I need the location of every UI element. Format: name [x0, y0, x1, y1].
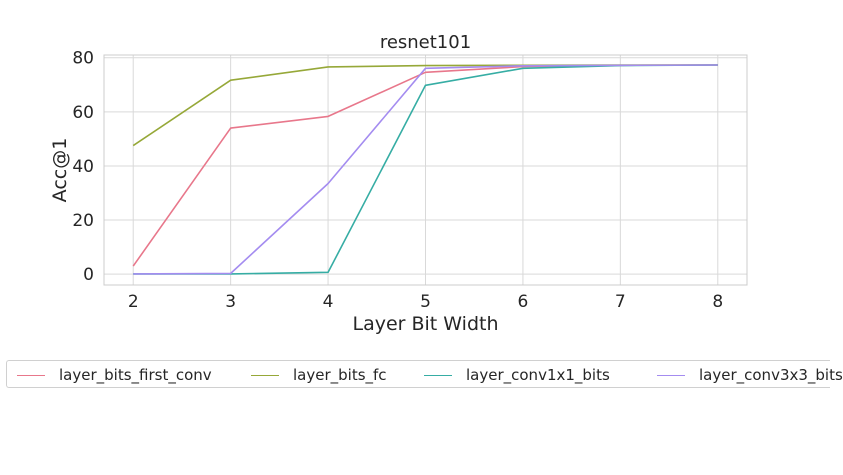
y-axis-label: Acc@1: [49, 138, 71, 203]
x-tick-label: 8: [712, 292, 723, 312]
legend-label: layer_conv1x1_bits: [466, 366, 610, 384]
y-tick-label: 0: [83, 265, 94, 285]
legend: layer_bits_first_conv layer_bits_fc layer_…: [6, 360, 843, 389]
series-layer: [132, 64, 718, 275]
x-tick-label: 4: [323, 292, 334, 312]
y-tick-labels: 0 20 40 60 80: [72, 49, 94, 285]
line-chart: 2 3 4 5 6 7 8 0 20 40 60 80 resnet101 Layer Bit Wi…: [49, 32, 748, 335]
x-tick-labels: 2 3 4 5 6 7 8: [128, 292, 723, 312]
legend-swatch: [17, 374, 45, 376]
x-gridlines: [132, 55, 719, 285]
x-axis-label: Layer Bit Width: [352, 313, 498, 335]
legend-label: layer_conv3x3_bits: [699, 366, 843, 384]
y-tick-label: 80: [72, 49, 94, 69]
legend-item-layer-conv1x1-bits: layer_conv1x1_bits: [424, 361, 610, 389]
x-tick-label: 3: [225, 292, 236, 312]
x-tick-label: 7: [615, 292, 626, 312]
y-tick-label: 40: [72, 157, 94, 177]
chart-title: resnet101: [380, 32, 471, 53]
y-tick-label: 60: [72, 103, 94, 123]
legend-swatch: [251, 374, 279, 376]
legend-label: layer_bits_first_conv: [59, 366, 212, 384]
plot-frame: [103, 54, 748, 286]
series-line-layer-conv3x3-bits: [133, 64, 718, 275]
legend-item-layer-bits-fc: layer_bits_fc: [251, 361, 387, 389]
x-tick-label: 5: [420, 292, 431, 312]
y-tick-label: 20: [72, 211, 94, 231]
legend-item-layer-bits-first-conv: layer_bits_first_conv: [17, 361, 212, 389]
legend-item-layer-conv3x3-bits: layer_conv3x3_bits: [657, 361, 843, 389]
legend-label: layer_bits_fc: [293, 366, 387, 384]
legend-swatch: [657, 374, 685, 376]
legend-swatch: [424, 374, 452, 376]
x-tick-label: 6: [518, 292, 529, 312]
x-tick-label: 2: [128, 292, 139, 312]
